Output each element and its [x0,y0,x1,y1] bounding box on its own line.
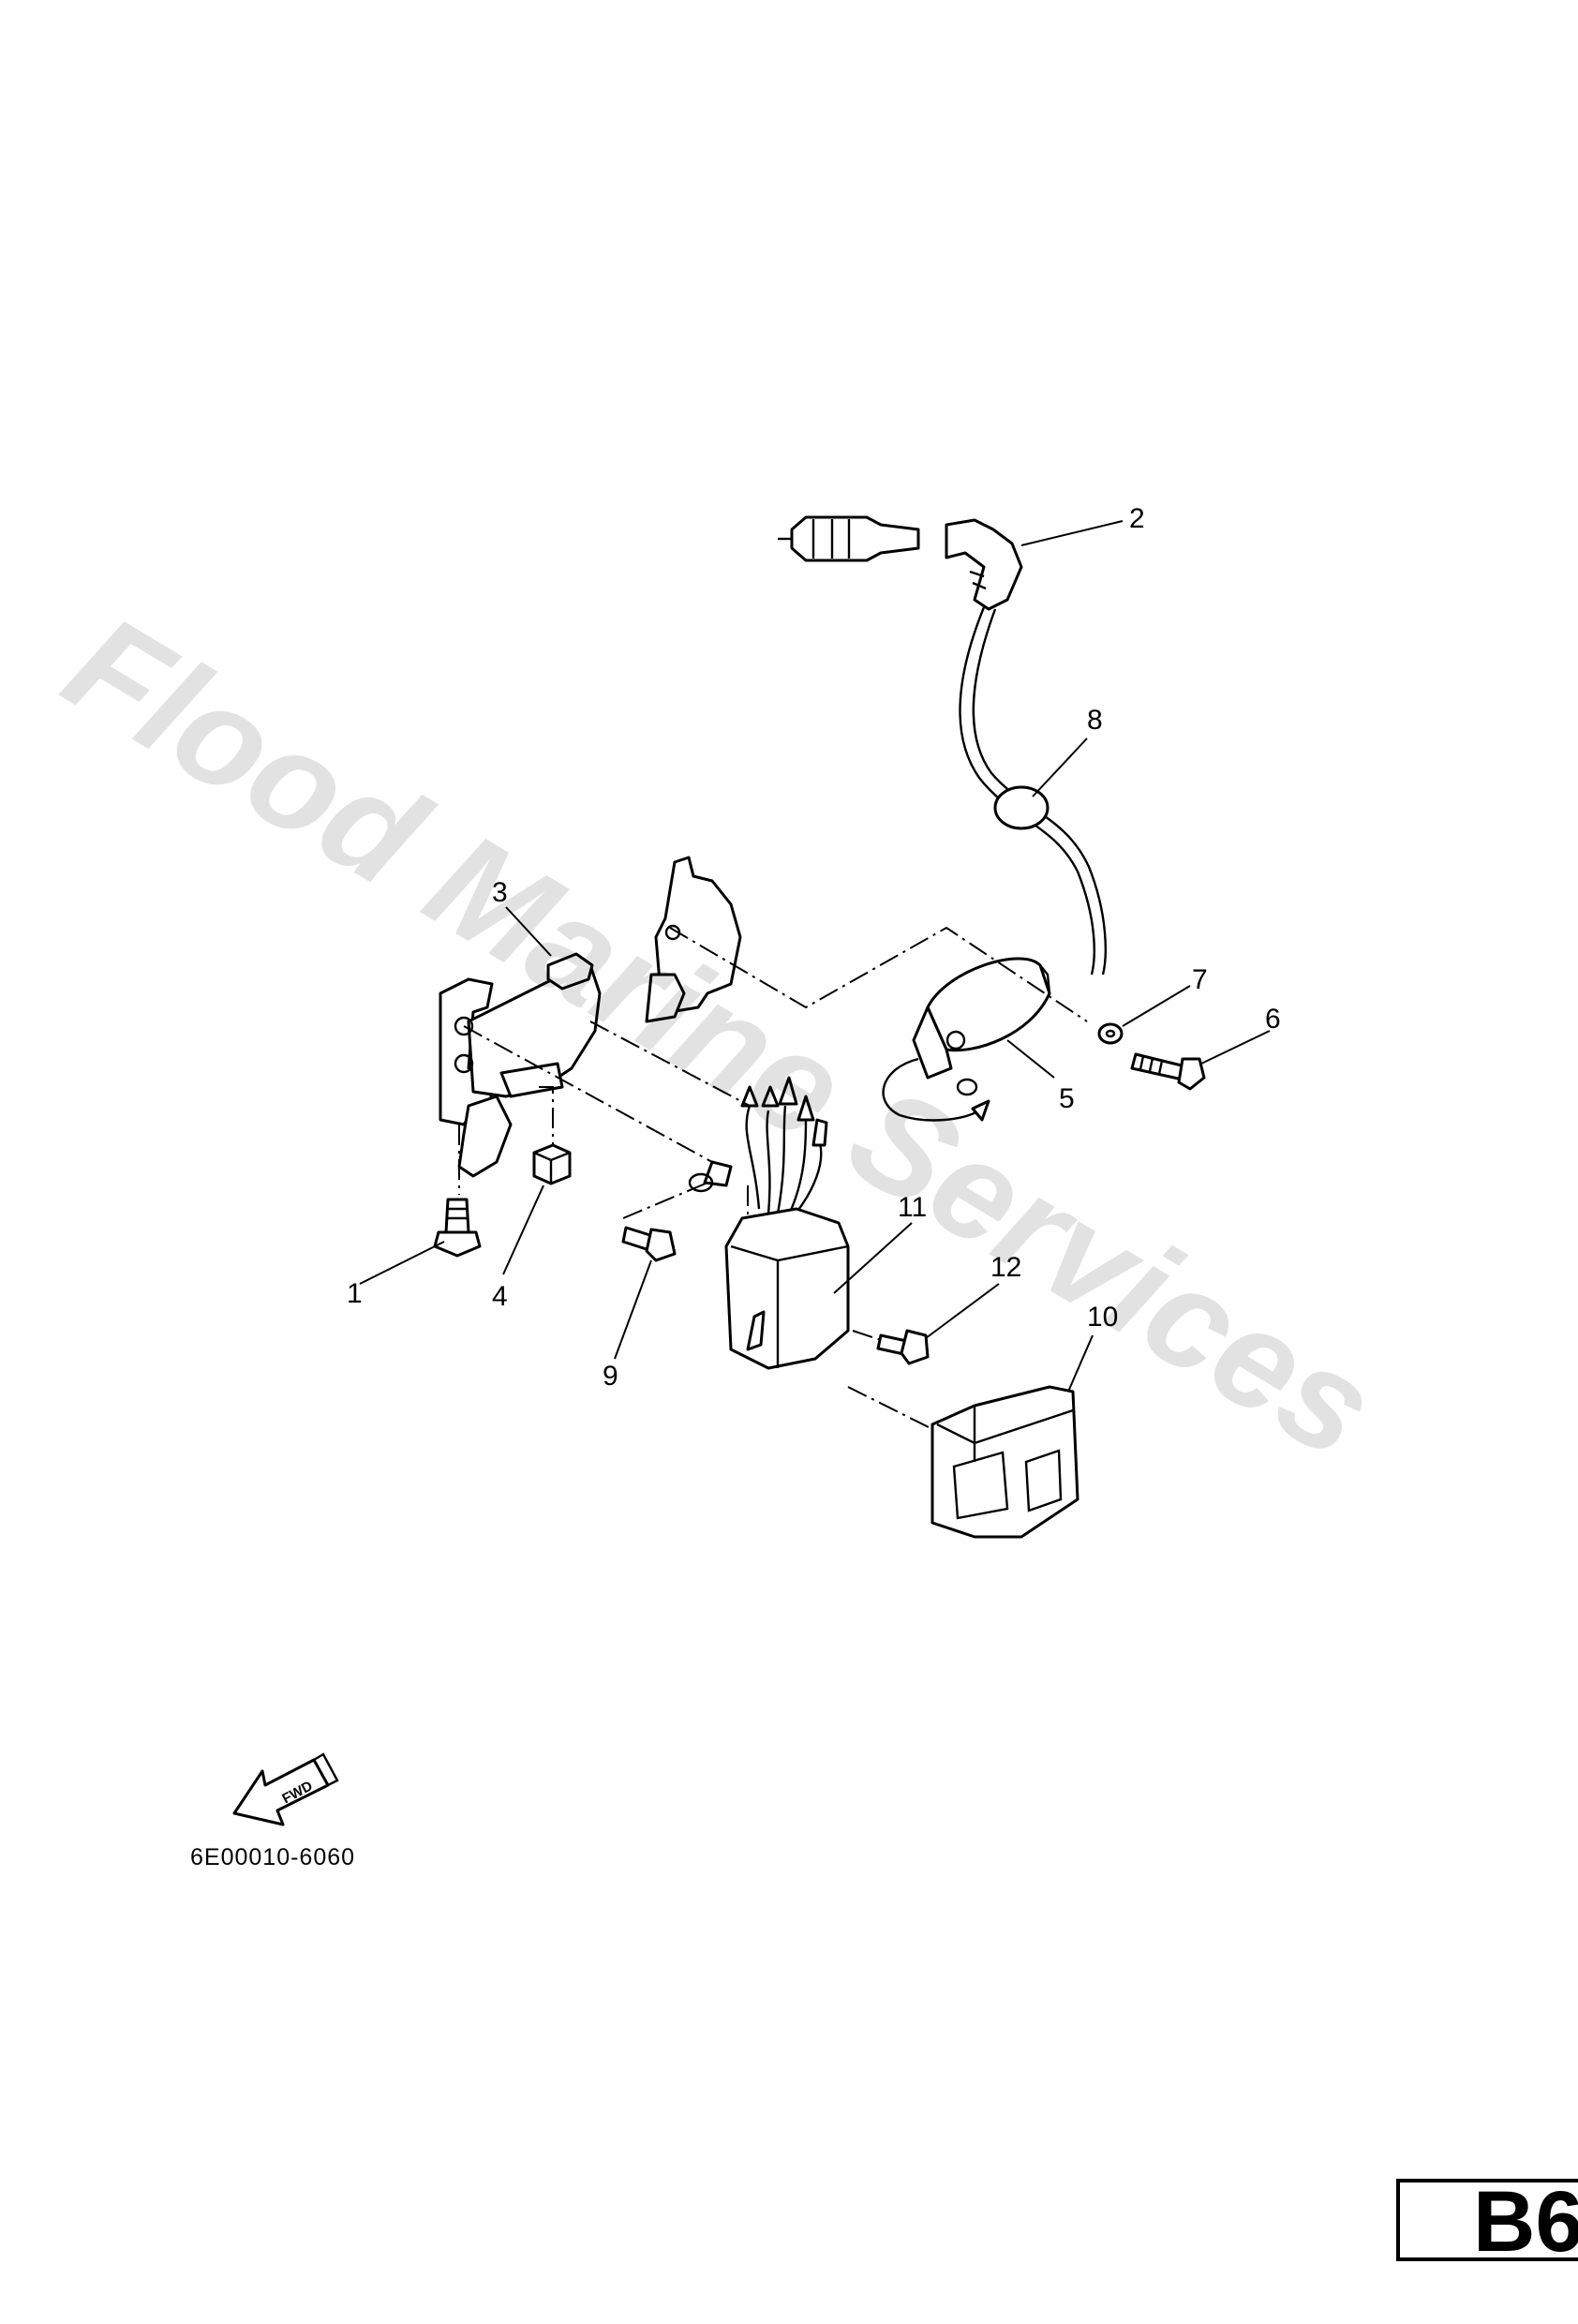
page-tag: B6 [1473,2179,1578,2261]
bolt-part [433,1198,482,1258]
grommet-part [993,785,1050,830]
callout-5: 5 [1059,1083,1075,1114]
diagram-code: 6E00010-6060 [190,1844,356,1870]
cdi-bracket-part [930,1385,1079,1539]
callout-1: 1 [347,1278,363,1309]
leader-lines [359,520,1271,1393]
small-block-part [532,1143,572,1185]
high-tension-cord [959,606,1107,976]
watermark: Flood Marine Services [41,584,1401,1487]
stator-bracket-part [645,856,742,1023]
assembly-lines [458,926,1088,1430]
callout-9: 9 [603,1361,618,1392]
coil-bolt-part [1130,1052,1206,1091]
callout-12: 12 [990,1252,1021,1283]
spark-plug-cap-part [778,515,1023,611]
callout-11: 11 [898,1192,927,1223]
page-tag-box: B6 [1396,2179,1578,2261]
cdi-bolt-part [621,1226,677,1262]
callout-labels: 2 8 3 7 6 5 1 4 9 11 12 10 [347,503,1281,1392]
callout-4: 4 [492,1281,508,1312]
forward-direction-arrow: FWD [232,1752,339,1826]
cdi-screw-part [876,1329,930,1365]
callout-3: 3 [492,877,508,908]
callout-7: 7 [1192,964,1208,995]
callout-10: 10 [1087,1302,1118,1333]
callout-6: 6 [1265,1004,1281,1035]
charge-coil-part [439,952,602,1178]
washer-part [1097,1022,1124,1045]
ignition-coil-part [882,957,1051,1122]
callout-8: 8 [1087,705,1103,736]
callout-2: 2 [1129,503,1145,534]
cdi-unit-part [688,1076,850,1370]
